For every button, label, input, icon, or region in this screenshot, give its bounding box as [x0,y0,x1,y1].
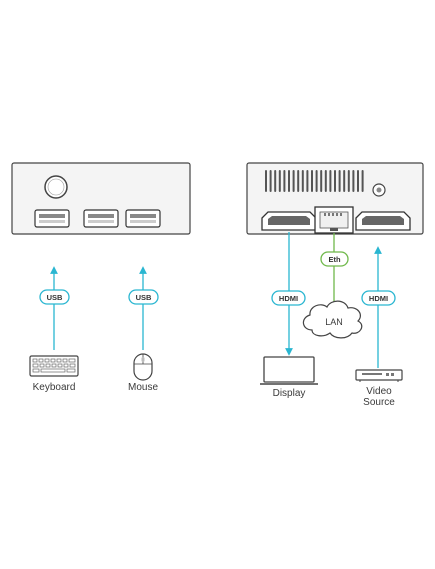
usb-port-2 [83,209,119,228]
hdmi-badge-display: HDMI [271,290,306,306]
power-button [44,175,68,199]
vent-slot [311,170,313,192]
video-source-label-line2: Source [363,397,395,408]
video-source-label-line1: Video [366,386,392,397]
lan-cloud-icon [302,300,363,339]
vent-slot [315,170,318,192]
vent-slot [306,170,309,192]
usb-port-3 [125,209,161,228]
ventilation-grille [265,170,364,192]
usb-badge-keyboard-label: USB [47,293,63,302]
vent-slot [357,170,359,192]
vent-slot [301,170,304,192]
vent-slot [278,170,281,192]
display-icon [260,356,318,385]
vent-slot [320,170,323,192]
vent-slot [274,170,277,192]
vent-slot [338,170,341,192]
usb-port-1 [34,209,70,228]
keyboard-icon [29,355,79,377]
ethernet-port [314,206,354,234]
usb-badge-keyboard: USB [39,289,70,305]
vent-slot [329,170,332,192]
mouse-icon [133,353,153,381]
vent-slot [292,170,295,192]
lan-label: LAN [325,317,343,327]
eth-badge-label: Eth [328,255,341,264]
vent-slot [347,170,350,192]
vent-slot [352,170,355,192]
vent-slot [297,170,300,192]
vent-slot [324,170,327,192]
hdmi-out-port [261,211,317,231]
vent-slot [265,170,267,192]
usb-badge-mouse: USB [128,289,159,305]
vent-slot [288,170,290,192]
hdmi-badge-source-label: HDMI [369,294,388,303]
mouse-label: Mouse [128,382,158,393]
vent-slot [334,170,336,192]
video-source-icon [355,369,403,382]
hdmi-in-port [355,211,411,231]
hdmi-badge-source: HDMI [361,290,396,306]
vent-slot [343,170,346,192]
display-label: Display [273,388,306,399]
usb-badge-mouse-label: USB [136,293,152,302]
status-led [372,183,386,197]
vent-slot [361,170,364,192]
vent-slot [269,170,272,192]
vent-slot [283,170,286,192]
hdmi-badge-display-label: HDMI [279,294,298,303]
keyboard-label: Keyboard [33,382,76,393]
eth-badge: Eth [320,251,349,267]
